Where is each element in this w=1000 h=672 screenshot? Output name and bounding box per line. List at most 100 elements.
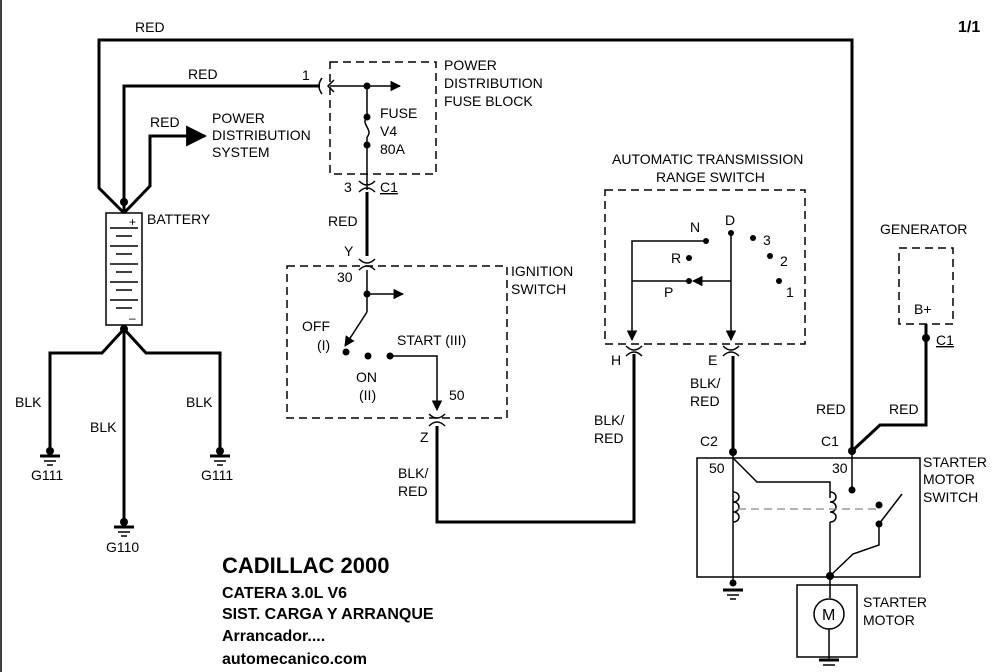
range-p: P [664,284,673,300]
pds-label-3: SYSTEM [212,144,270,160]
range-pin-h: H [611,352,621,368]
title-line-2: CATERA 3.0L V6 [222,585,347,602]
wire-red-generator [850,324,928,453]
ground-icon [114,518,134,537]
range-3: 3 [763,232,771,248]
fuse-label-1: FUSE [380,105,417,121]
fuse-label-2: V4 [380,123,397,139]
range-d: D [725,212,735,228]
battery-minus: – [129,311,136,325]
wire-blk-left [48,327,126,450]
label-blk-red-h-1: BLK/ [594,412,624,428]
label-blk-red-e-1: BLK/ [690,375,720,391]
motor-symbol: M [822,607,835,624]
ignition-conn-z: Z [420,429,429,445]
range-2: 2 [780,253,788,269]
wire-red-pds [122,125,208,215]
ground-icon [40,447,60,466]
starter-pin-30: 30 [832,460,848,476]
ignition-start: START (III) [397,332,466,348]
range-switch: AUTOMATIC TRANSMISSION RANGE SWITCH N D … [604,151,806,368]
title-line-4: Arrancador.... [222,628,325,645]
fuse-block-label-1: POWER [444,57,497,73]
page-marker: 1/1 [958,19,980,36]
wire-red-top [97,38,854,451]
fuse-block-conn-c1: C1 [380,179,398,195]
wire-blk-right [122,327,222,450]
title-line-5: automecanico.com [222,651,367,668]
ignition-off: OFF [302,318,330,334]
fuse-icon [364,116,370,138]
starter-motor-label-2: MOTOR [863,612,915,628]
label-red-c1-b: RED [889,401,919,417]
label-blk-red-h-2: RED [594,430,624,446]
label-blk-center: BLK [90,419,117,435]
connector-c1-pdfb [358,180,376,186]
range-1: 1 [786,284,794,300]
label-red-ignition: RED [328,213,358,229]
title-line-1: CADILLAC 2000 [222,553,389,578]
range-switch-label-2: RANGE SWITCH [656,169,765,185]
coil-left [732,491,740,523]
generator-conn-c1: C1 [936,332,954,348]
label-red-pds: RED [150,114,180,130]
label-red-pdfb: RED [188,66,218,82]
ignition-switch: Y 30 OFF (I) ON (II) START (III) 50 Z IG… [286,243,573,445]
starter-conn-c2: C2 [700,433,718,449]
fuse-block-label-2: DISTRIBUTION [444,75,543,91]
label-blk-right: BLK [186,394,213,410]
battery-label: BATTERY [147,211,211,227]
coil-right [829,491,837,523]
range-r: R [671,250,681,266]
starter-conn-c1: C1 [821,433,839,449]
ignition-pin-50: 50 [449,387,465,403]
fuse-block-label-3: FUSE BLOCK [444,93,533,109]
label-red-c1-a: RED [816,401,846,417]
ignition-pin-30: 30 [337,269,353,285]
range-switch-label-1: AUTOMATIC TRANSMISSION [612,151,803,167]
range-n: N [690,219,700,235]
battery-plus: + [129,215,136,229]
generator: GENERATOR B+ C1 [880,221,967,348]
ignition-on-roman: (II) [359,387,376,403]
ignition-label-2: SWITCH [511,281,566,297]
starter-switch-label-3: SWITCH [923,489,978,505]
title-line-3: SIST. CARGA Y ARRANQUE [222,606,434,623]
generator-label: GENERATOR [880,221,967,237]
label-blk-red-z-2: RED [398,483,428,499]
wire-blk-red-start [435,354,636,524]
starter-switch-label-2: MOTOR [923,471,975,487]
ignition-conn-y: Y [344,243,354,259]
starter-motor: M STARTER MOTOR [796,576,927,666]
starter-switch: C2 C1 50 30 STARTER MOTOR SWITCH [696,433,987,583]
fuse-block-pin-3: 3 [344,179,352,195]
label-blk-red-z-1: BLK/ [398,465,428,481]
fuse-label-3: 80A [380,141,406,157]
fuse-block: 1 FUSE V4 80A POWER DISTRIBUTION FUSE BL… [302,57,543,195]
ground-g110: G110 [106,539,139,555]
ignition-off-roman: (I) [317,337,330,353]
starter-pin-50: 50 [709,460,725,476]
ground-icon [723,579,743,600]
label-red-top: RED [135,19,165,35]
connector-1 [318,77,323,95]
ground-g111-right: G111 [201,467,233,483]
fuse-block-box [329,61,437,175]
starter-switch-label-1: STARTER [923,454,987,470]
pds-label-1: POWER [212,110,265,126]
generator-bplus: B+ [914,301,932,317]
starter-motor-box [796,584,858,658]
pds-label-2: DISTRIBUTION [212,127,311,143]
ignition-label-1: IGNITION [511,263,573,279]
wire-red-pdfb [122,84,320,213]
label-blk-red-e-2: RED [690,393,720,409]
ignition-box [286,265,508,419]
ignition-on: ON [356,369,377,385]
label-blk-left: BLK [15,394,42,410]
starter-motor-label-1: STARTER [863,594,927,610]
starter-box [696,457,921,578]
ground-g111-left: G111 [31,467,63,483]
ground-icon [210,447,230,466]
fuse-block-pin-1: 1 [302,67,310,83]
